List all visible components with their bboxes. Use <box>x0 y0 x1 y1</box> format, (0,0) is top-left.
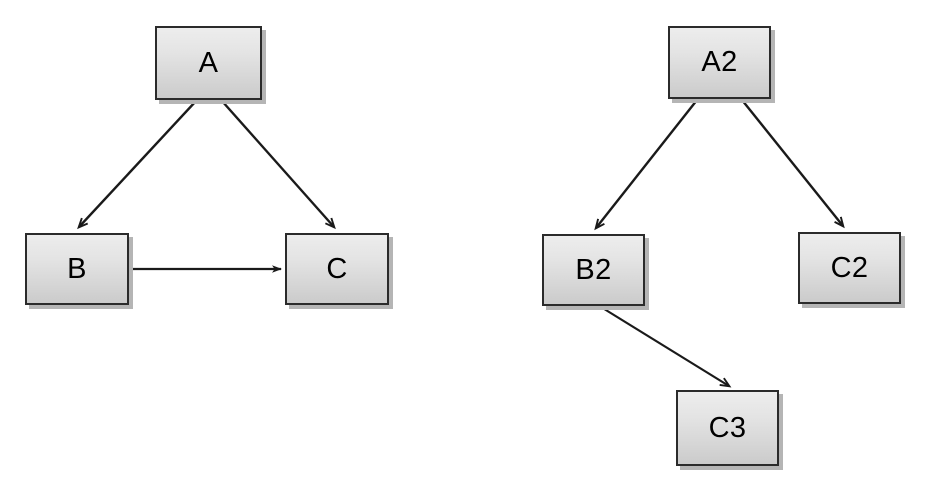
node-c3-label: C3 <box>708 411 747 444</box>
node-c[interactable]: C <box>285 233 389 305</box>
edge-b2-to-c3 <box>600 306 732 388</box>
edge-a-to-c <box>221 100 336 230</box>
node-c2[interactable]: C2 <box>798 232 901 304</box>
node-b[interactable]: B <box>25 233 129 305</box>
node-a2[interactable]: A2 <box>668 26 771 99</box>
node-c3[interactable]: C3 <box>676 390 779 466</box>
node-c-label: C <box>326 252 348 285</box>
node-a-label: A <box>198 46 219 79</box>
node-c2-label: C2 <box>830 251 869 284</box>
node-a[interactable]: A <box>155 26 262 100</box>
node-b-label: B <box>67 252 87 285</box>
node-b2[interactable]: B2 <box>542 234 645 306</box>
edge-a2-to-b2 <box>594 99 698 231</box>
node-a2-label: A2 <box>701 46 738 78</box>
edge-a-to-b <box>77 100 197 230</box>
node-b2-label: B2 <box>575 253 612 286</box>
edge-a2-to-c2 <box>741 99 845 229</box>
